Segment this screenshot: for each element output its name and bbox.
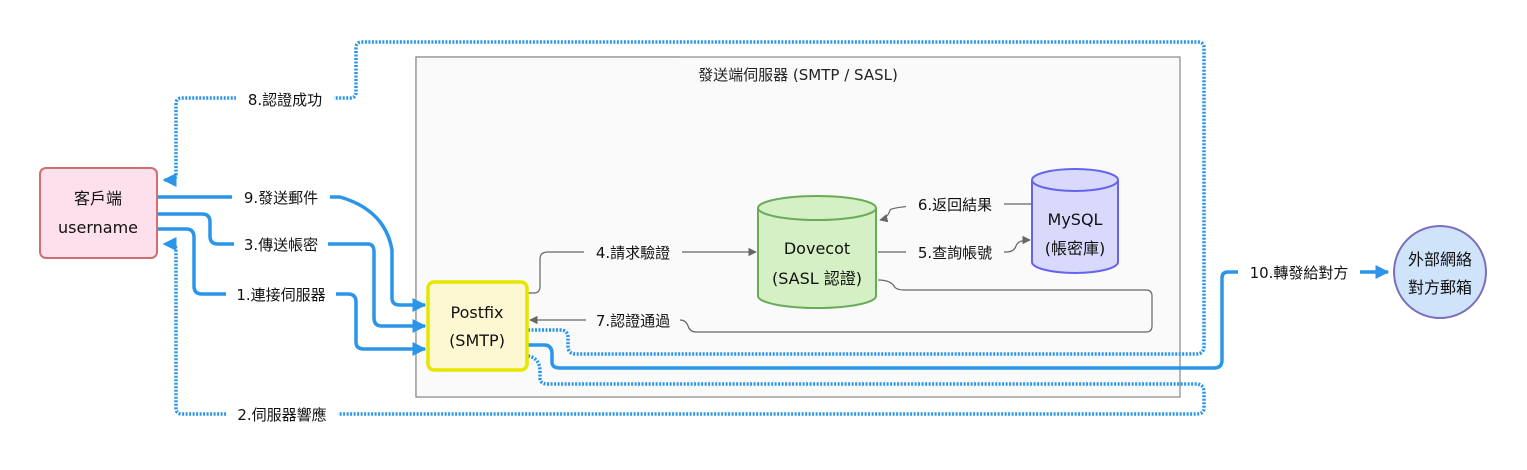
dovecot-subtitle: (SASL 認證) — [772, 269, 862, 288]
label-edge-4: 4.請求驗證 — [596, 244, 670, 262]
label-edge-2: 2.伺服器響應 — [237, 406, 326, 424]
edge-2-server-response — [162, 237, 1206, 416]
edge-10-forward — [528, 265, 1390, 370]
external-line2: 對方郵箱 — [1408, 278, 1472, 297]
node-postfix[interactable]: Postfix (SMTP) — [426, 280, 529, 372]
label-edge-9: 9.發送郵件 — [244, 189, 318, 207]
mysql-title: MySQL — [1048, 210, 1103, 229]
node-dovecot[interactable]: Dovecot (SASL 認證) — [757, 195, 877, 309]
label-edge-3: 3.傳送帳密 — [244, 236, 318, 254]
label-edge-5: 5.查詢帳號 — [918, 244, 992, 262]
client-username: username — [58, 218, 138, 237]
edge-7-auth-pass — [529, 279, 1153, 333]
edge-8-auth-success — [162, 40, 1206, 356]
node-client[interactable]: 客戶端 username — [39, 167, 158, 259]
label-edge-7: 7.認證通過 — [596, 312, 670, 330]
label-edge-1: 1.連接伺服器 — [236, 286, 325, 304]
client-title: 客戶端 — [74, 189, 122, 208]
edge-4-request-auth — [528, 247, 757, 294]
edge-5-query-account — [878, 235, 1031, 253]
mysql-subtitle: (帳密庫) — [1045, 239, 1106, 258]
label-edge-10: 10.轉發給對方 — [1250, 264, 1349, 282]
node-external[interactable]: 外部網絡 對方郵箱 — [1393, 225, 1487, 319]
label-edge-8: 8.認證成功 — [248, 91, 322, 109]
container-title: 發送端伺服器 (SMTP / SASL) — [698, 66, 898, 84]
node-mysql[interactable]: MySQL (帳密庫) — [1031, 168, 1119, 274]
postfix-title: Postfix — [450, 303, 503, 322]
external-line1: 外部網絡 — [1408, 250, 1472, 269]
edge-9-send-mail — [158, 195, 427, 312]
label-edge-6: 6.返回結果 — [918, 196, 992, 214]
postfix-subtitle: (SMTP) — [449, 331, 505, 350]
dovecot-title: Dovecot — [784, 239, 850, 258]
